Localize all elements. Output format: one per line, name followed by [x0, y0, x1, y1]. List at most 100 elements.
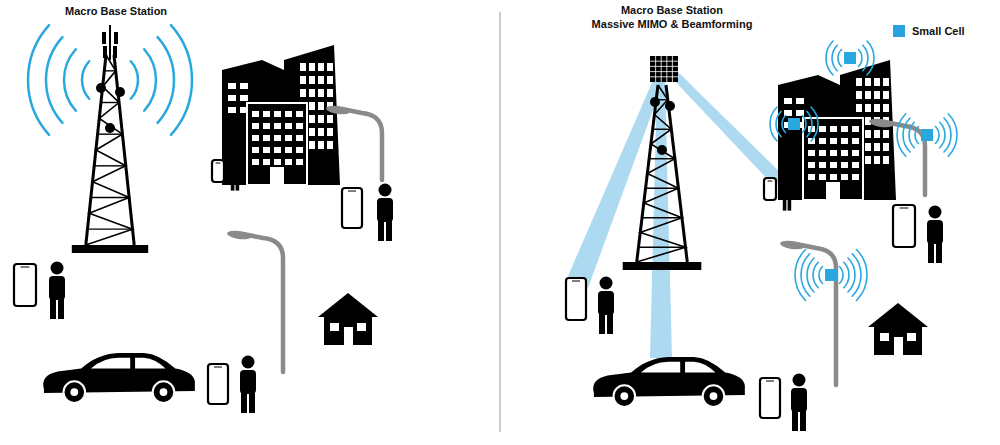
small-cell-wave [770, 107, 777, 141]
building-window [318, 102, 324, 110]
building-window [263, 111, 270, 117]
legend-entry: Small Cell [893, 25, 965, 37]
small-cell-wave [776, 111, 781, 136]
microwave-dish [115, 87, 125, 97]
building-window [883, 143, 889, 151]
person-body [927, 220, 943, 244]
person-leg [800, 409, 806, 431]
person-leg [788, 197, 792, 210]
phone-icon [212, 160, 224, 182]
phone-speaker [21, 267, 30, 268]
building-window [228, 107, 236, 113]
person-leg [599, 312, 605, 334]
building-window [274, 159, 281, 165]
phone-speaker [214, 367, 222, 368]
antenna-panel [113, 46, 117, 58]
building-window [327, 128, 333, 136]
person-head [783, 176, 791, 184]
person-leg [936, 241, 942, 263]
tower-crossbar [646, 188, 679, 189]
car-window [641, 362, 680, 373]
building-window [865, 143, 871, 151]
radio-wave [64, 49, 76, 111]
person-head [929, 206, 942, 219]
building-window [874, 130, 880, 138]
tower-leg [114, 55, 134, 245]
building-window [296, 159, 303, 165]
building-window [865, 130, 871, 138]
building-window [874, 91, 880, 99]
street-lamp-pole [796, 244, 836, 385]
building-window [285, 147, 292, 153]
building-window [865, 91, 871, 99]
small-cell-wave [807, 258, 814, 292]
antenna-panel [103, 46, 107, 58]
building-window [841, 150, 848, 156]
car-window [135, 358, 165, 369]
small-cell-wave [782, 116, 786, 133]
person-figure [598, 277, 614, 335]
person-leg [607, 312, 613, 334]
person-leg [928, 241, 934, 263]
building-window [830, 174, 837, 180]
small-cell [844, 52, 856, 64]
building-window [883, 91, 889, 99]
person-body [230, 165, 240, 179]
person-body [791, 388, 807, 412]
phone-icon [14, 264, 36, 306]
building-window [883, 156, 889, 164]
building-window [296, 111, 303, 117]
building-window [808, 150, 815, 156]
building-window [830, 162, 837, 168]
small-cell-wave [848, 258, 855, 292]
small-cell-wave [811, 107, 818, 141]
building-window [300, 63, 306, 71]
building-window [852, 126, 859, 132]
microwave-dish [96, 83, 106, 93]
building-window [874, 104, 880, 112]
small-cell-wave [795, 250, 806, 301]
person-figure [240, 356, 256, 414]
building-window [865, 78, 871, 86]
person-body [240, 370, 256, 394]
house-icon [318, 293, 378, 345]
building-window [296, 147, 303, 153]
tower-leg [666, 85, 687, 262]
building-window [841, 162, 848, 168]
building-window [318, 115, 324, 123]
mimo-grid [661, 56, 662, 82]
building-window [263, 147, 270, 153]
beam [568, 78, 664, 288]
building-window [830, 126, 837, 132]
person-head [600, 277, 613, 290]
building-window [309, 115, 315, 123]
car-wheel [703, 385, 725, 407]
small-cell-wave [819, 267, 823, 284]
building-window [274, 123, 281, 129]
building-window [252, 123, 259, 129]
car-window [685, 362, 715, 373]
car-hub [620, 392, 628, 400]
panel-subtitle: Massive MIMO & Beamforming [592, 18, 753, 31]
phone-icon [893, 205, 915, 247]
building-window [819, 126, 826, 132]
building-window [874, 78, 880, 86]
car-wheel [64, 381, 86, 403]
tower-crossbar [638, 247, 685, 248]
building-window [852, 174, 859, 180]
microwave-dish [105, 123, 115, 133]
building-window [852, 162, 859, 168]
small-cell-wave [858, 50, 862, 67]
building-window [263, 135, 270, 141]
building-window [252, 135, 259, 141]
building-window [808, 162, 815, 168]
building-window [327, 115, 333, 123]
building-window [274, 135, 281, 141]
building-window [865, 104, 871, 112]
radio-wave [171, 25, 192, 135]
house-door [894, 337, 903, 355]
panel-title: Macro Base Station [65, 5, 167, 18]
car-window [91, 358, 130, 369]
microwave-dish [665, 101, 675, 111]
